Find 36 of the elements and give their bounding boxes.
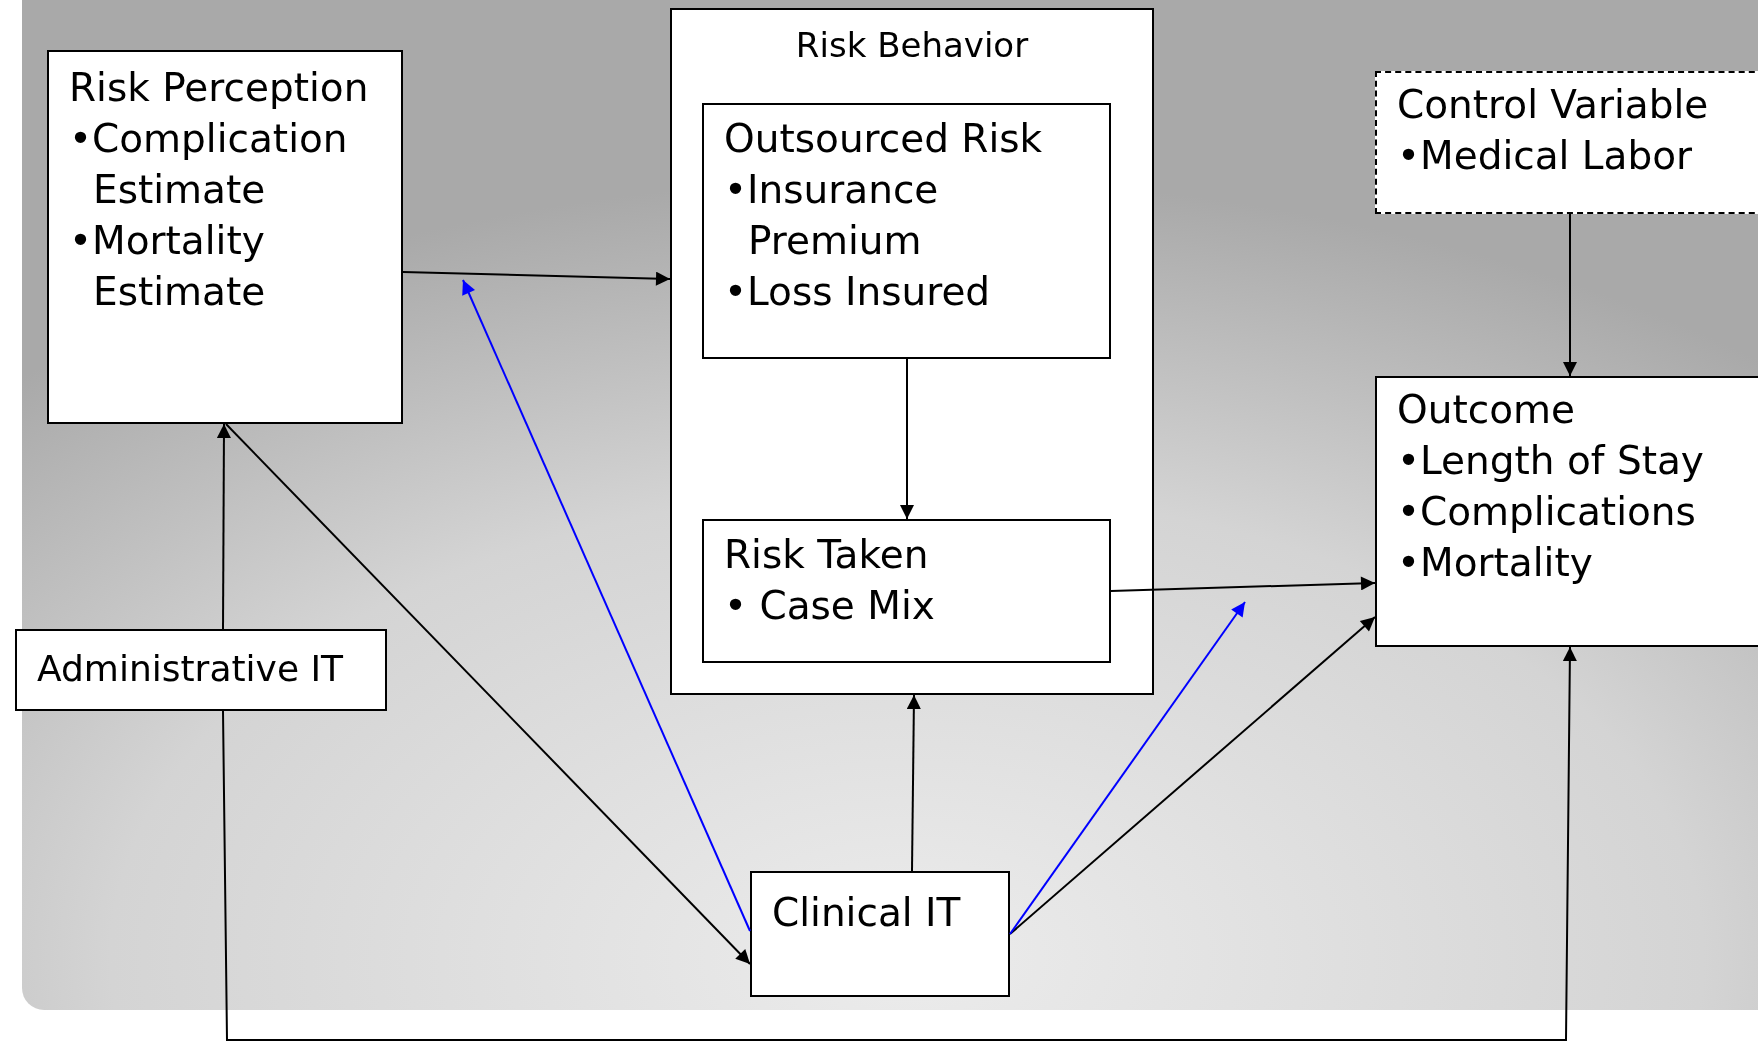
heading-text: Outcome: [1397, 386, 1576, 434]
item-text: •Complication Estimate: [69, 115, 349, 214]
item-text: •Length of Stay: [1397, 437, 1705, 485]
arrow: [222, 646, 1577, 1041]
item-text: •Mortality: [1397, 539, 1594, 587]
heading-text: Outsourced Risk: [724, 115, 1044, 163]
control-box: [1375, 71, 1758, 214]
heading-text: Administrative IT: [37, 647, 345, 691]
arrow: [225, 423, 751, 965]
heading-text: Risk Taken: [724, 531, 930, 579]
item-text: •Loss Insured: [724, 268, 992, 316]
arrow: [900, 358, 914, 520]
heading-text: Risk Behavior: [794, 24, 1030, 67]
concept-box: [15, 629, 387, 711]
concept-box: [47, 50, 403, 424]
concept-box: [750, 871, 1010, 997]
heading-text: Control Variable: [1397, 81, 1710, 129]
concept-box: [702, 103, 1111, 359]
concept-box: [702, 519, 1111, 663]
arrow: [402, 271, 671, 286]
group-box: [670, 8, 1154, 695]
item-text: •Complications: [1397, 488, 1697, 536]
arrow: [1009, 616, 1376, 935]
arrow: [1563, 213, 1577, 377]
item-text: • Case Mix: [724, 582, 936, 630]
heading-text: Risk Perception: [69, 64, 370, 112]
heading-text: Clinical IT: [772, 889, 962, 937]
outcome-box: [1375, 376, 1758, 647]
item-text: •Mortality Estimate: [69, 217, 267, 316]
item-text: •Medical Labor: [1397, 132, 1694, 180]
item-text: •Insurance Premium: [724, 166, 940, 265]
arrow: [1009, 601, 1246, 935]
arrow: [462, 279, 751, 932]
arrow: [1110, 576, 1376, 592]
arrow: [906, 694, 921, 872]
arrow: [216, 423, 231, 630]
